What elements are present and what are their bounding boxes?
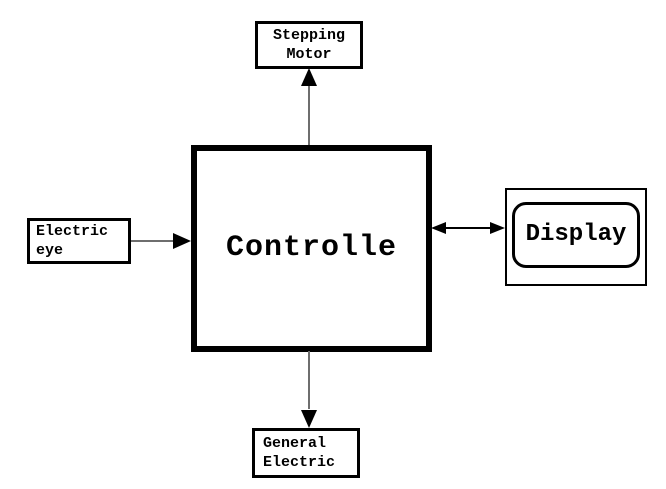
arrowhead-right-icon	[490, 222, 505, 234]
node-controller: Controlle	[191, 145, 432, 352]
node-electric-eye: Electric eye	[27, 218, 131, 264]
arrowhead-left-icon	[431, 222, 446, 234]
arrow-line	[444, 227, 492, 229]
node-general-electric: General Electric	[252, 428, 360, 478]
node-stepping-motor: Stepping Motor	[255, 21, 363, 69]
node-general-electric-label-line2: Electric	[263, 454, 336, 471]
node-stepping-motor-label-line2: Motor	[286, 46, 332, 63]
node-electric-eye-label-line2: eye	[36, 242, 64, 259]
node-display-label: Display	[525, 221, 627, 249]
arrow-line	[131, 240, 175, 242]
arrowhead-right-icon	[173, 233, 191, 249]
node-stepping-motor-label-line1: Stepping	[272, 26, 345, 44]
node-controller-label: Controlle	[225, 231, 398, 265]
node-display-inner: Display	[512, 202, 640, 268]
node-electric-eye-label-line1: Electric	[36, 222, 109, 240]
arrowhead-up-icon	[301, 68, 317, 86]
node-general-electric-label-line1: General	[263, 434, 327, 452]
arrow-line	[308, 351, 310, 409]
arrowhead-down-icon	[301, 410, 317, 428]
arrow-line	[308, 86, 310, 145]
node-display-outer: Display	[505, 188, 647, 286]
